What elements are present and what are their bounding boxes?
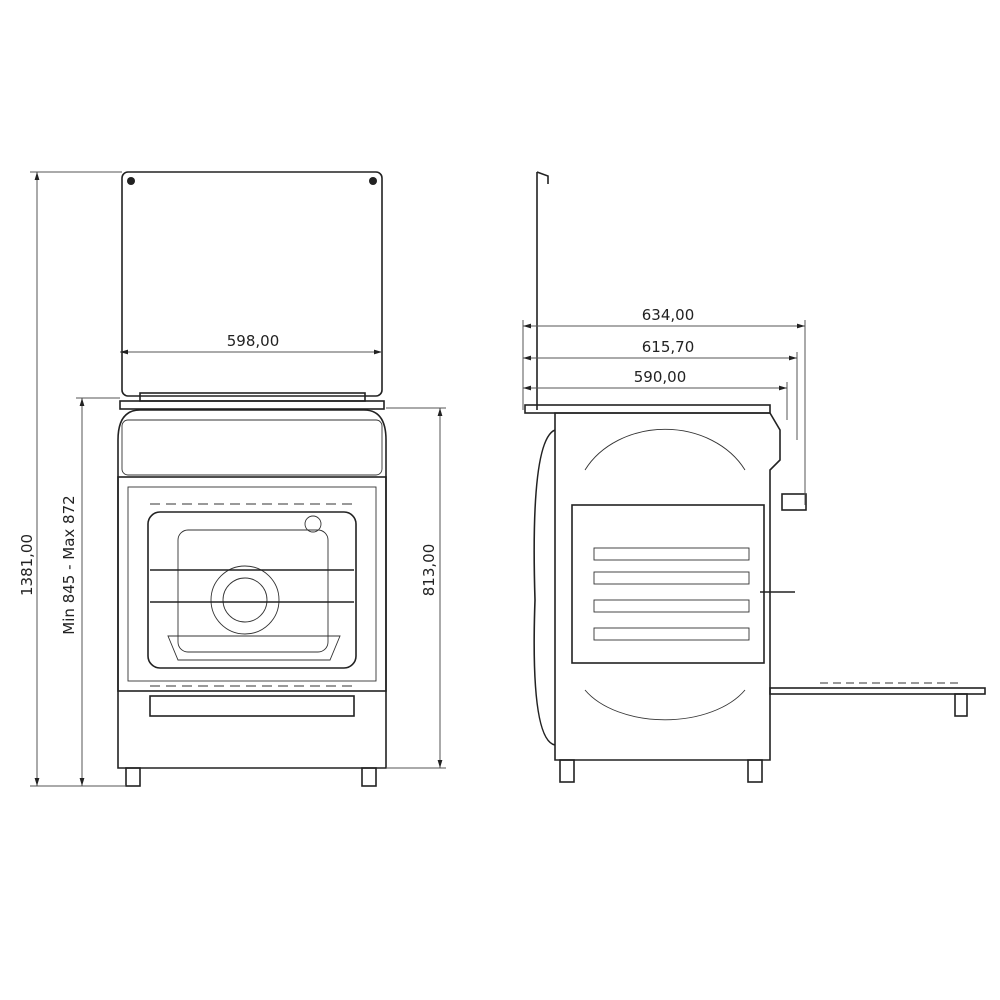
depth-max-dimension-label: 634,00 — [642, 306, 695, 324]
cooker-body — [554, 412, 781, 761]
leg-front — [747, 759, 763, 783]
worktop — [119, 400, 385, 410]
screw-icon — [369, 177, 377, 185]
front-view: 598,00 1381,00 Min 845 - Max 872 813,00 — [18, 171, 446, 787]
oven-arc-top — [584, 428, 746, 471]
control-knob — [781, 493, 807, 511]
leg-rear — [559, 759, 575, 783]
total-height-dimension-label: 1381,00 — [18, 534, 36, 596]
depth-body-dimension-label: 590,00 — [634, 368, 687, 386]
rear-cover — [533, 429, 556, 746]
width-dimension-label: 598,00 — [227, 332, 280, 350]
leg-right — [361, 767, 377, 787]
drawer-handle — [149, 695, 355, 717]
screw-icon — [127, 177, 135, 185]
oven-back-wall — [177, 529, 329, 653]
body-height-dimension-label: 813,00 — [420, 544, 438, 597]
worktop — [524, 404, 771, 414]
open-door — [769, 687, 986, 695]
shelf — [593, 571, 750, 585]
oven-glass — [127, 486, 377, 682]
oven-arc-bottom — [584, 689, 746, 721]
door-handle — [954, 693, 968, 717]
cooker-body — [117, 409, 387, 769]
oven-tray — [167, 635, 341, 661]
oven-cavity — [147, 511, 357, 669]
oven-door-frame — [117, 476, 387, 692]
control-panel — [121, 419, 383, 476]
shelf — [593, 627, 750, 641]
fan-icon — [222, 577, 268, 623]
oven-cavity — [571, 504, 765, 664]
hob-grid — [139, 392, 366, 402]
oven-lamp-icon — [304, 515, 322, 533]
shelf — [593, 547, 750, 561]
shelf — [593, 599, 750, 613]
fan-cover — [210, 565, 280, 635]
leg-left — [125, 767, 141, 787]
side-view: 634,00 615,70 590,00 — [522, 171, 986, 783]
backsplash-panel — [121, 171, 383, 397]
depth-mid-dimension-label: 615,70 — [642, 338, 695, 356]
worktop-height-dimension-label: Min 845 - Max 872 — [60, 495, 78, 634]
